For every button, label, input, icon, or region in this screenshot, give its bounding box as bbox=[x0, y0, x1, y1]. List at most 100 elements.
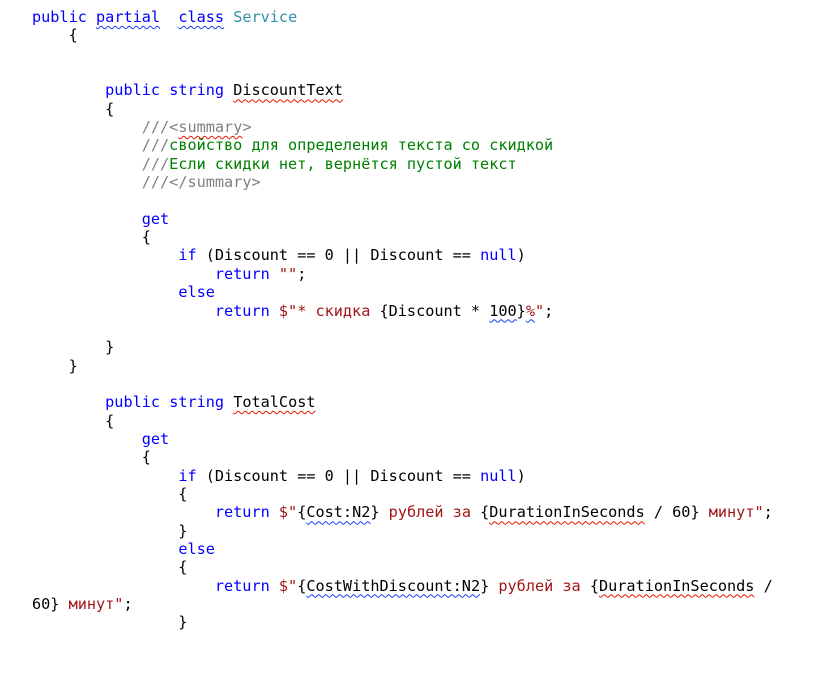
code-token: ; bbox=[763, 503, 773, 522]
code-token: DurationInSeconds bbox=[489, 503, 645, 522]
code-token bbox=[160, 393, 169, 411]
code-token: {Discount * bbox=[379, 301, 490, 320]
code-token: { bbox=[32, 558, 188, 577]
code-line: { bbox=[32, 26, 832, 44]
code-token: { bbox=[32, 228, 151, 247]
code-token: ; bbox=[297, 264, 307, 283]
code-token: else bbox=[178, 539, 215, 558]
code-token: string bbox=[169, 81, 225, 100]
code-token: } bbox=[32, 521, 188, 540]
code-token: { bbox=[480, 503, 490, 522]
code-token bbox=[87, 8, 96, 26]
code-token: $" bbox=[278, 576, 298, 595]
code-token bbox=[32, 173, 142, 191]
code-line: { bbox=[32, 100, 832, 118]
code-token: свойство для определения текста со скидк… bbox=[169, 136, 554, 155]
code-token bbox=[224, 393, 233, 411]
code-token: $" bbox=[278, 503, 298, 522]
code-line bbox=[32, 63, 832, 81]
code-token: Cost:N2 bbox=[306, 503, 371, 522]
code-token: string bbox=[169, 393, 225, 412]
code-token: DurationInSeconds bbox=[599, 576, 755, 595]
code-token: < bbox=[169, 118, 179, 137]
code-token: } bbox=[516, 301, 526, 320]
code-line: } bbox=[32, 613, 832, 631]
code-token: public bbox=[32, 8, 87, 26]
code-token: </summary> bbox=[169, 173, 261, 192]
code-token bbox=[32, 118, 142, 136]
code-token: ) bbox=[516, 246, 526, 265]
code-line: ///Если скидки нет, вернётся пустой текс… bbox=[32, 155, 832, 173]
code-token bbox=[32, 540, 178, 558]
code-token: public bbox=[105, 393, 161, 412]
code-token: /// bbox=[141, 154, 170, 173]
code-token: if bbox=[178, 246, 197, 265]
code-token bbox=[270, 302, 279, 320]
code-token bbox=[32, 246, 178, 264]
code-token: $"* скидка bbox=[278, 301, 380, 320]
code-line: if (Discount == 0 || Discount == null) bbox=[32, 246, 832, 264]
code-token bbox=[32, 210, 142, 228]
code-token: / 60} bbox=[644, 503, 700, 522]
code-token: if bbox=[178, 466, 197, 485]
code-line bbox=[32, 191, 832, 209]
code-token bbox=[32, 136, 142, 154]
code-token bbox=[32, 265, 215, 283]
code-token: Service bbox=[233, 8, 298, 26]
code-token: ; bbox=[544, 301, 554, 320]
code-line: 60} минут"; bbox=[32, 595, 832, 613]
code-line: return $"{Cost:N2} рублей за {DurationIn… bbox=[32, 503, 832, 521]
code-token: null bbox=[480, 466, 517, 485]
code-token bbox=[32, 503, 215, 521]
code-token bbox=[32, 81, 105, 99]
code-token: рублей за bbox=[379, 503, 481, 522]
code-token: return bbox=[214, 264, 270, 283]
code-line: return ""; bbox=[32, 265, 832, 283]
code-line: return $"* скидка {Discount * 100}%"; bbox=[32, 302, 832, 320]
code-editor[interactable]: public partial class Service { public st… bbox=[32, 8, 832, 632]
code-token: return bbox=[214, 576, 270, 595]
code-line: public string TotalCost bbox=[32, 393, 832, 411]
code-token: { bbox=[32, 484, 188, 503]
code-line: ///свойство для определения текста со ск… bbox=[32, 136, 832, 154]
code-token: return bbox=[214, 503, 270, 522]
code-token: get bbox=[141, 429, 170, 448]
code-token: } bbox=[32, 338, 115, 357]
code-line: return $"{CostWithDiscount:N2} рублей за… bbox=[32, 577, 832, 595]
code-token: (Discount == 0 || Discount == bbox=[196, 466, 481, 485]
code-token: { bbox=[32, 26, 78, 45]
code-token: { bbox=[32, 411, 115, 430]
code-token: ; bbox=[123, 595, 133, 613]
code-line: { bbox=[32, 228, 832, 246]
code-token: (Discount == 0 || Discount == bbox=[196, 246, 481, 265]
code-line: { bbox=[32, 558, 832, 576]
code-token: /// bbox=[141, 136, 170, 155]
code-token: class bbox=[178, 8, 225, 26]
code-line: } bbox=[32, 357, 832, 375]
code-token: минут" bbox=[699, 503, 764, 522]
code-token: else bbox=[178, 283, 215, 302]
code-line: } bbox=[32, 338, 832, 356]
code-token: summary bbox=[178, 118, 243, 137]
code-token: "" bbox=[278, 264, 298, 283]
code-token: минут" bbox=[59, 595, 124, 613]
code-line: get bbox=[32, 430, 832, 448]
code-line: if (Discount == 0 || Discount == null) bbox=[32, 467, 832, 485]
code-line: { bbox=[32, 412, 832, 430]
code-token bbox=[32, 430, 142, 448]
code-token: } bbox=[480, 576, 490, 595]
code-token: { bbox=[589, 576, 599, 595]
code-token bbox=[224, 8, 233, 26]
code-token: { bbox=[32, 448, 151, 467]
code-line: { bbox=[32, 448, 832, 466]
code-line: } bbox=[32, 522, 832, 540]
code-token: DiscountText bbox=[233, 81, 343, 100]
code-line: ///<summary> bbox=[32, 118, 832, 136]
code-token: CostWithDiscount:N2 bbox=[306, 576, 481, 595]
code-token: } bbox=[370, 503, 380, 522]
code-token: Если скидки нет, вернётся пустой текст bbox=[169, 154, 517, 173]
code-token: 60} bbox=[32, 595, 60, 613]
code-token: partial bbox=[96, 8, 161, 26]
code-token: TotalCost bbox=[233, 393, 316, 412]
code-token bbox=[270, 503, 279, 521]
